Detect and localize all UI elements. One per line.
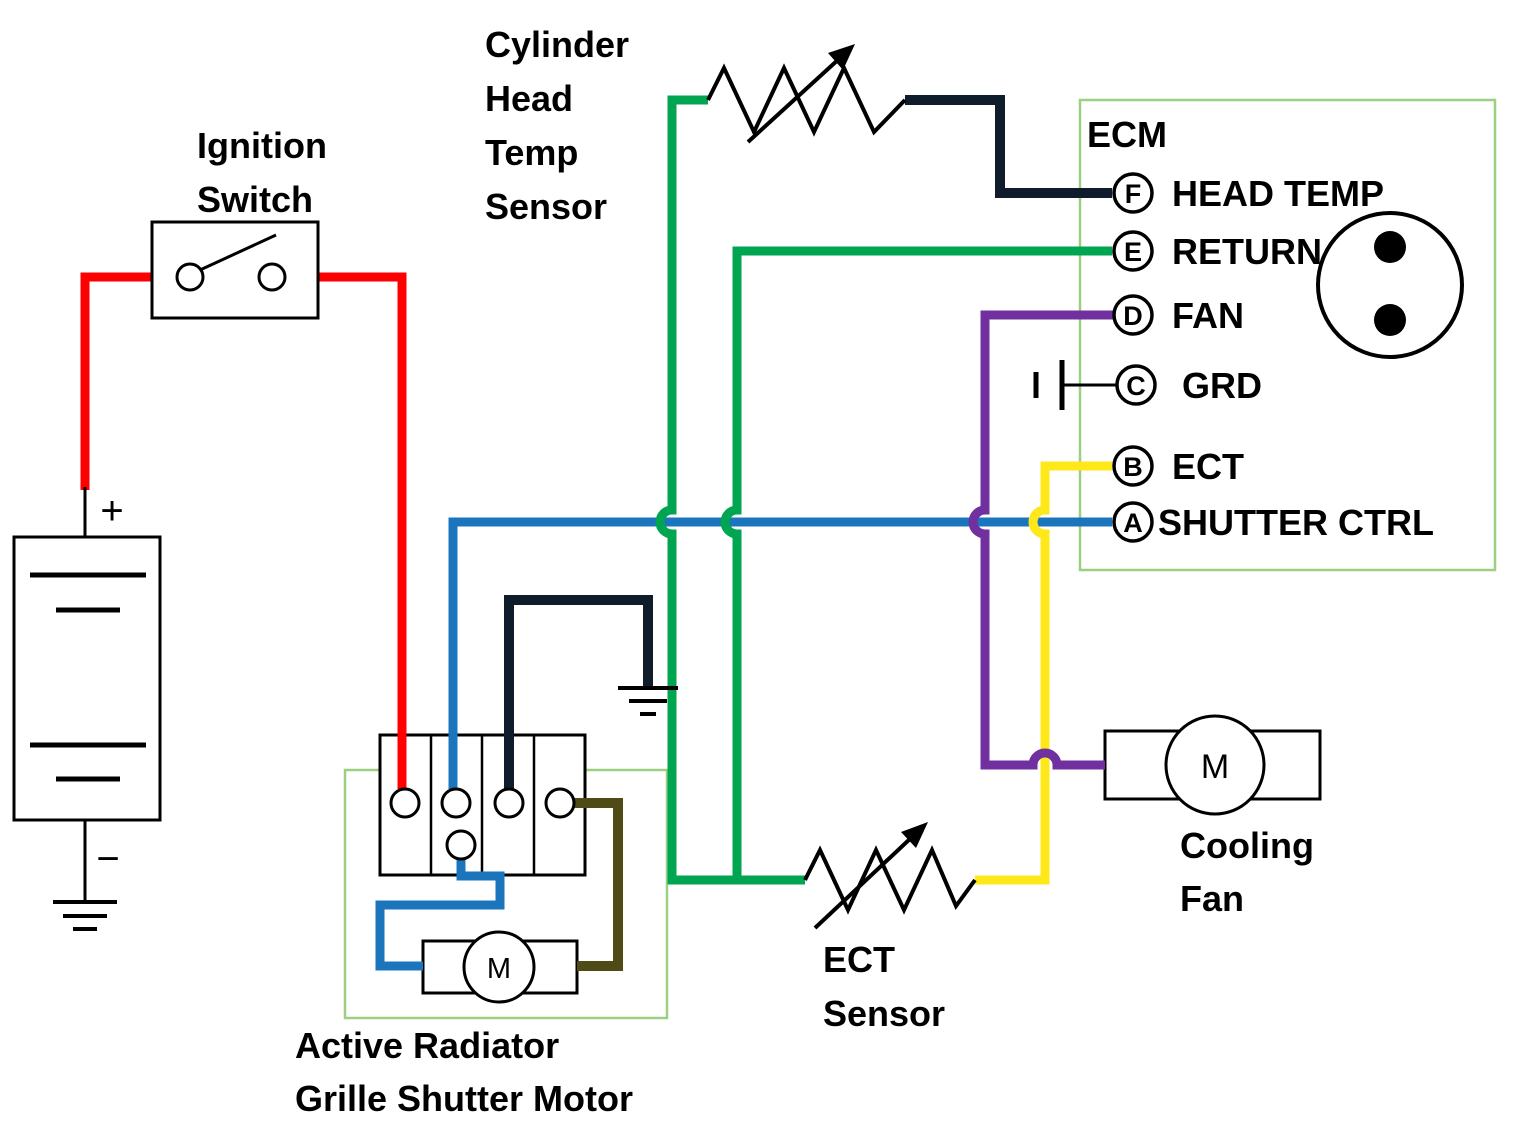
connector-ground-wire-navy <box>504 595 653 790</box>
connector-pin-dot <box>1374 231 1406 263</box>
head-temp-return-wire-green <box>655 95 805 885</box>
thermistor-arrow-shaft <box>746 56 842 144</box>
cooling-fan-label-line1: Cooling <box>1180 825 1314 866</box>
chassis-ground-symbol <box>618 686 678 716</box>
head-sensor-label-line1: Cylinder <box>485 24 629 65</box>
fan-wire-purple <box>968 310 1114 770</box>
pin-letter: E <box>1124 237 1142 267</box>
cooling-fan-label-line2: Fan <box>1180 878 1244 919</box>
ignition-switch-terminal <box>175 262 205 292</box>
ect-sensor-label-line2: Sensor <box>823 993 945 1034</box>
ignition-switch-label-line1: Ignition <box>197 125 327 166</box>
ecm-return-wire-green <box>720 246 1112 880</box>
connector-terminal <box>544 787 576 819</box>
shutter-motor-label-line2: Grille Shutter Motor <box>295 1078 633 1119</box>
thermistor-arrow-shaft <box>813 835 914 930</box>
connector-terminal <box>440 787 472 819</box>
shutter-motor-label-line1: Active Radiator <box>295 1025 559 1066</box>
pin-circle <box>1112 230 1154 272</box>
ignition-switch-symbol <box>150 220 320 320</box>
pin-circle <box>1112 445 1154 487</box>
connector-terminal <box>445 829 477 861</box>
connector-circle <box>1316 211 1464 359</box>
shutter-ctrl-wire-blue <box>448 517 1112 789</box>
shutter-motor-m-label: M <box>487 953 511 985</box>
shutter-connector-terminals <box>389 787 576 861</box>
ignition-switch-label-line2: Switch <box>197 179 313 220</box>
ecm-title: ECM <box>1087 114 1167 155</box>
pin-label: ECT <box>1172 446 1244 487</box>
head-temp-sensor-symbol <box>706 44 907 144</box>
cooling-fan-m-label: M <box>1201 748 1229 786</box>
connector-pin-dot <box>1374 304 1406 336</box>
pin-circle <box>1112 172 1154 214</box>
ignition-switch-terminal <box>257 262 287 292</box>
head-sensor-label-line4: Sensor <box>485 186 607 227</box>
connector-terminal <box>389 787 421 819</box>
battery-plus-sign: + <box>100 489 123 533</box>
battery-symbol <box>12 487 162 931</box>
thermistor-arrow-head <box>828 44 855 70</box>
pin-letter: C <box>1126 371 1146 401</box>
shutter-motor-feed-wire-blue <box>375 852 505 971</box>
head-sensor-label-line3: Temp <box>485 132 578 173</box>
ecm-pin-D: D FAN <box>1112 294 1244 336</box>
motor-return-wire-olive <box>574 798 623 971</box>
pin-letter: B <box>1123 452 1143 482</box>
connector-terminal <box>493 787 525 819</box>
pin-label: GRD <box>1182 365 1262 406</box>
ecm-pin-A: A SHUTTER CTRL <box>1112 501 1434 543</box>
thermistor-zigzag <box>706 63 907 137</box>
ecm-pin-F: F HEAD TEMP <box>1112 172 1384 214</box>
battery-minus-sign: − <box>96 837 119 881</box>
pin-circle <box>1112 501 1154 543</box>
cooling-fan-circle <box>1164 714 1266 816</box>
pin-letter: A <box>1123 508 1143 538</box>
pin-label: HEAD TEMP <box>1172 173 1384 214</box>
pin-label: FAN <box>1172 295 1244 336</box>
head-sensor-label-line2: Head <box>485 78 573 119</box>
ect-sensor-label-line1: ECT <box>823 939 895 980</box>
pin-circle <box>1115 364 1157 406</box>
switched-power-wire-red <box>318 272 407 789</box>
pin-circle <box>1112 294 1154 336</box>
pin-label: RETURN <box>1172 231 1322 272</box>
thermistor-zigzag <box>803 845 977 915</box>
thermistor-arrow-head <box>901 822 928 848</box>
ect-sensor-symbol <box>803 822 977 930</box>
battery-power-wire-red <box>80 272 152 490</box>
ignition-switch-blade <box>199 233 277 272</box>
ecm-pin-C: C GRD <box>1115 364 1262 406</box>
battery-outline <box>12 535 162 822</box>
ecm-pin-B: B ECT <box>1112 445 1244 487</box>
shutter-motor-circle <box>462 930 536 1004</box>
pin-letter: D <box>1123 301 1143 331</box>
ignition-switch-outline <box>150 220 320 320</box>
ecm-box <box>1078 98 1497 572</box>
pin-letter: F <box>1125 179 1142 209</box>
ecm-pin-E: E RETURN <box>1112 230 1322 272</box>
head-temp-signal-wire-navy <box>905 95 1112 198</box>
pin-label: SHUTTER CTRL <box>1158 502 1434 543</box>
ecm-connector-symbol <box>1316 211 1464 359</box>
ect-wire-yellow <box>975 461 1112 885</box>
ecm-ground-symbol <box>1033 360 1116 410</box>
